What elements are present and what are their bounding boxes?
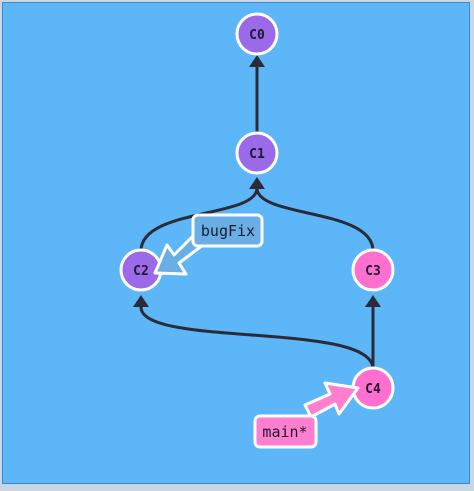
git-graph: C0 C1 C2 C3 C4 bugFix main* [119,12,395,449]
commit-c3-label: C3 [365,264,381,279]
commit-c4-label: C4 [365,382,381,397]
git-graph-canvas: C0 C1 C2 C3 C4 bugFix main* [2,2,470,484]
bugfix-label: bugFix [201,222,255,240]
commit-c0[interactable]: C0 [235,12,279,56]
edges [139,65,375,370]
commit-c1[interactable]: C1 [235,131,279,175]
main-label: main* [262,423,307,441]
main-label-box [253,414,318,449]
bugfix-arrow [153,232,205,276]
arrowhead-c1 [249,177,265,189]
commit-c0-label: C0 [249,28,265,43]
edge-c4-c2 [139,306,375,370]
branch-main[interactable]: main* [253,381,360,449]
arrowhead-c0 [249,55,265,67]
bugfix-label-box [191,213,264,248]
arrowheads [133,55,381,307]
commit-c2-label: C2 [133,264,149,279]
arrowhead-c2 [133,295,149,307]
commit-c3[interactable]: C3 [351,248,395,292]
main-arrow [303,381,360,419]
commit-c2[interactable]: C2 [119,248,163,292]
branch-bugfix[interactable]: bugFix [153,213,264,276]
edge-c3-c1 [255,187,375,252]
commit-c1-label: C1 [249,147,265,162]
arrowhead-c3 [365,295,381,307]
